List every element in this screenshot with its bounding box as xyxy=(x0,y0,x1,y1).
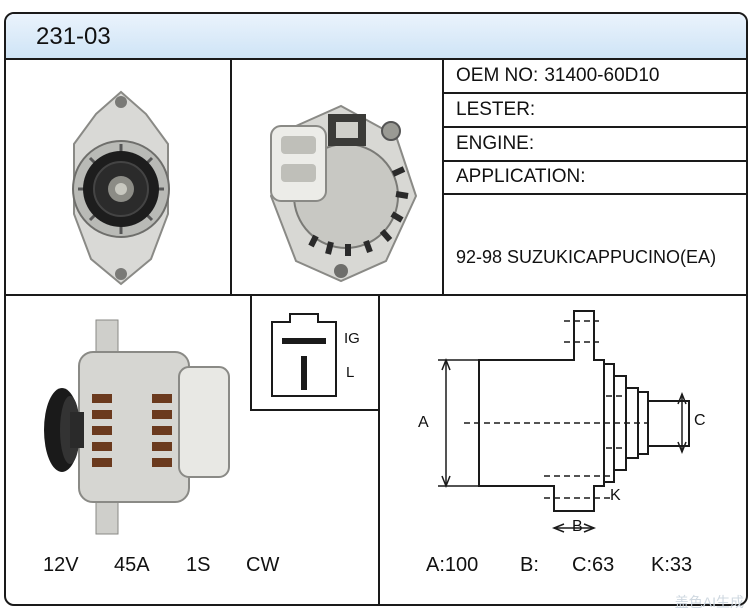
spec-pulley: 1S xyxy=(186,554,211,576)
divider xyxy=(230,58,232,296)
divider xyxy=(442,126,746,128)
spec-rotation: CW xyxy=(246,554,280,576)
dim-c-label: C xyxy=(694,412,706,429)
dim-b-label: B xyxy=(572,518,583,535)
connector-ig-label: IG xyxy=(344,330,360,347)
divider xyxy=(250,294,252,411)
connector-plug-icon xyxy=(271,313,337,397)
lester-field: LESTER: xyxy=(456,99,536,120)
oem-field: OEM NO:31400-60D10 xyxy=(456,65,660,86)
engine-field: ENGINE: xyxy=(456,133,535,154)
dim-a-label: A xyxy=(418,414,429,431)
header-bar: 231-03 xyxy=(6,14,746,60)
dim-k-label: K xyxy=(610,487,621,504)
alternator-rear-photo xyxy=(269,104,418,283)
product-sheet: 231-03 OEM NO:31400-60D10 LESTER: ENGINE… xyxy=(4,12,748,606)
dim-c-value: C:63 xyxy=(572,554,615,576)
divider xyxy=(378,294,380,604)
application-field: APPLICATION: xyxy=(456,166,586,187)
divider xyxy=(250,409,380,411)
divider xyxy=(6,294,746,296)
spec-voltage: 12V xyxy=(43,554,79,576)
watermark: 盖色AI生成 xyxy=(674,594,744,610)
divider xyxy=(442,58,444,296)
application-value: 92-98 SUZUKICAPPUCINO(EA) xyxy=(456,247,717,267)
alternator-front-photo xyxy=(72,90,170,286)
dim-k-value: K:33 xyxy=(651,554,693,576)
divider xyxy=(442,193,746,195)
dim-b-value: B: xyxy=(520,554,539,576)
divider xyxy=(442,160,746,162)
dimension-drawing xyxy=(438,310,690,533)
spec-amperage: 45A xyxy=(114,554,150,576)
alternator-side-photo xyxy=(44,319,230,535)
connector-l-label: L xyxy=(346,364,355,381)
part-number: 231-03 xyxy=(36,23,111,50)
dim-a-value: A:100 xyxy=(426,554,479,576)
divider xyxy=(442,92,746,94)
